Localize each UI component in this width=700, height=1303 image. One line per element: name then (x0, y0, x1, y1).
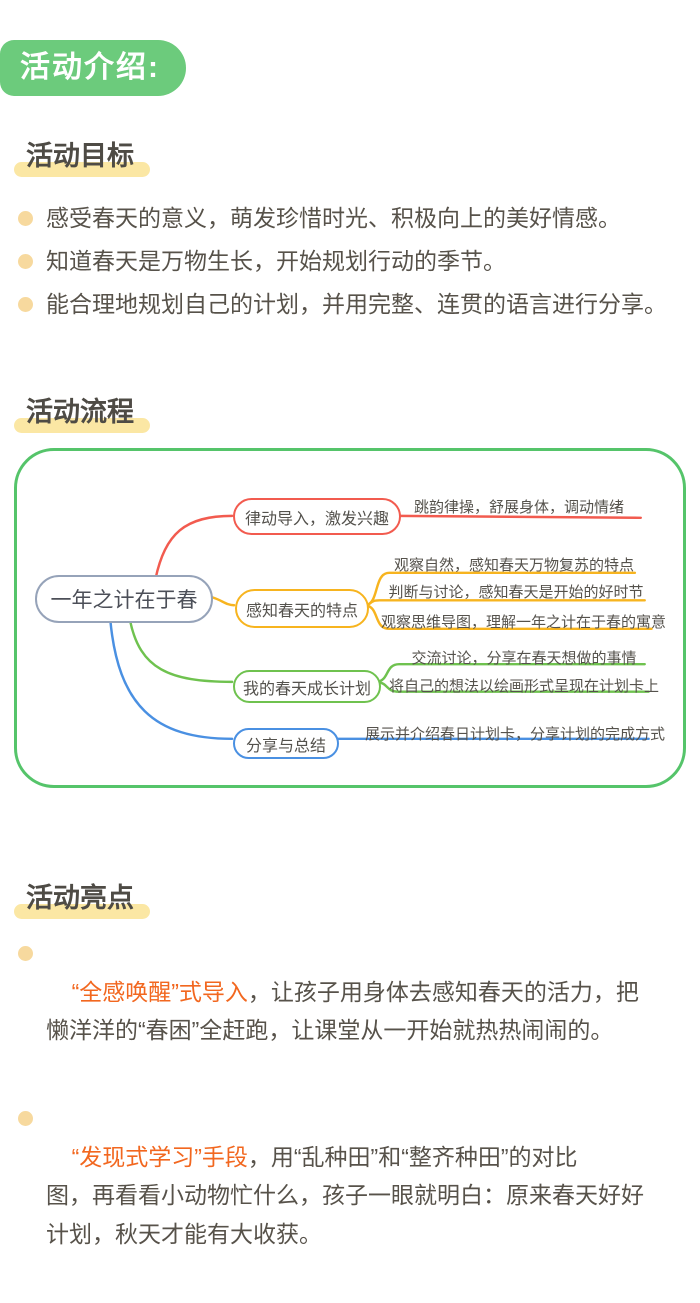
flow-section-title: 活动流程 (14, 390, 150, 433)
goal-text: 感受春天的意义，萌发珍惜时光、积极向上的美好情感。 (46, 205, 621, 231)
highlights-section-title: 活动亮点 (14, 876, 150, 919)
highlight-lead-text: “发现式学习”手段 (71, 1143, 248, 1170)
goals-section-title: 活动目标 (14, 134, 150, 177)
list-item: 能合理地规划自己的计划，并用完整、连贯的语言进行分享。 (18, 283, 700, 326)
mindmap-leaf-label: 将自己的想法以绘画形式呈现在计划卡上 (389, 678, 660, 695)
mindmap-leaf-label: 判断与讨论，感知春天是开始的好时节 (388, 584, 644, 601)
bullet-dot-icon (18, 211, 33, 226)
branch-red-lines (154, 514, 643, 580)
highlights-list: “全感唤醒”式导入，让孩子用身体去感知春天的活力，把 懒洋洋的“春困”全赶跑，让… (18, 934, 698, 1303)
goal-text: 知道春天是万物生长，开始规划行动的季节。 (46, 248, 506, 274)
bullet-dot-icon (18, 297, 33, 312)
branch-yellow-lines (211, 571, 653, 631)
mindmap-leaf-label: 观察自然，感知春天万物复苏的特点 (393, 557, 634, 574)
goals-list: 感受春天的意义，萌发珍惜时光、积极向上的美好情感。 知道春天是万物生长，开始规划… (18, 197, 700, 326)
flow-title-text: 活动流程 (26, 397, 134, 427)
list-item: 知道春天是万物生长，开始规划行动的季节。 (18, 240, 700, 283)
goals-title-text: 活动目标 (26, 141, 134, 171)
mindmap: 一年之计在于春 律动导入，激发兴趣 感知春天的特点 我的春天成长计划 分享与总结… (14, 448, 686, 788)
list-item: 感受春天的意义，萌发珍惜时光、积极向上的美好情感。 (18, 197, 700, 240)
mindmap-leaf-label: 跳韵律操，舒展身体，调动情绪 (413, 499, 624, 516)
list-item: “全感唤醒”式导入，让孩子用身体去感知春天的活力，把 懒洋洋的“春困”全赶跑，让… (18, 934, 698, 1088)
mindmap-branch-node: 我的春天成长计划 (233, 670, 381, 703)
bullet-dot-icon (18, 254, 33, 269)
mindmap-branch-node: 律动导入，激发兴趣 (233, 498, 401, 535)
bullet-dot-icon (18, 946, 33, 961)
mindmap-root-node: 一年之计在于春 (35, 575, 213, 623)
goal-text: 能合理地规划自己的计划，并用完整、连贯的语言进行分享。 (46, 291, 667, 317)
mindmap-leaf-label: 观察思维导图，理解一年之计在于春的寓意 (381, 614, 667, 631)
mindmap-leaf-label: 展示并介绍春日计划卡，分享计划的完成方式 (365, 726, 666, 743)
mindmap-leaf-label: 交流讨论，分享在春天想做的事情 (411, 650, 637, 667)
branch-blue-lines (109, 618, 650, 741)
intro-badge: 活动介绍: (0, 40, 186, 96)
highlight-rest-text: ，让孩子用身体去感知春天的活力，把 懒洋洋的“春困”全赶跑，让课堂从一开始就热热… (46, 978, 639, 1044)
highlights-title-text: 活动亮点 (26, 883, 134, 913)
mindmap-connectors (109, 514, 653, 741)
highlight-lead-text: “全感唤醒”式导入 (71, 978, 248, 1005)
bullet-dot-icon (18, 1111, 33, 1126)
mindmap-branch-node: 感知春天的特点 (235, 589, 369, 628)
mindmap-branch-node: 分享与总结 (233, 728, 339, 759)
list-item: “发现式学习”手段，用“乱种田”和“整齐种田”的对比 图，再看看小动物忙什么，孩… (18, 1099, 698, 1292)
